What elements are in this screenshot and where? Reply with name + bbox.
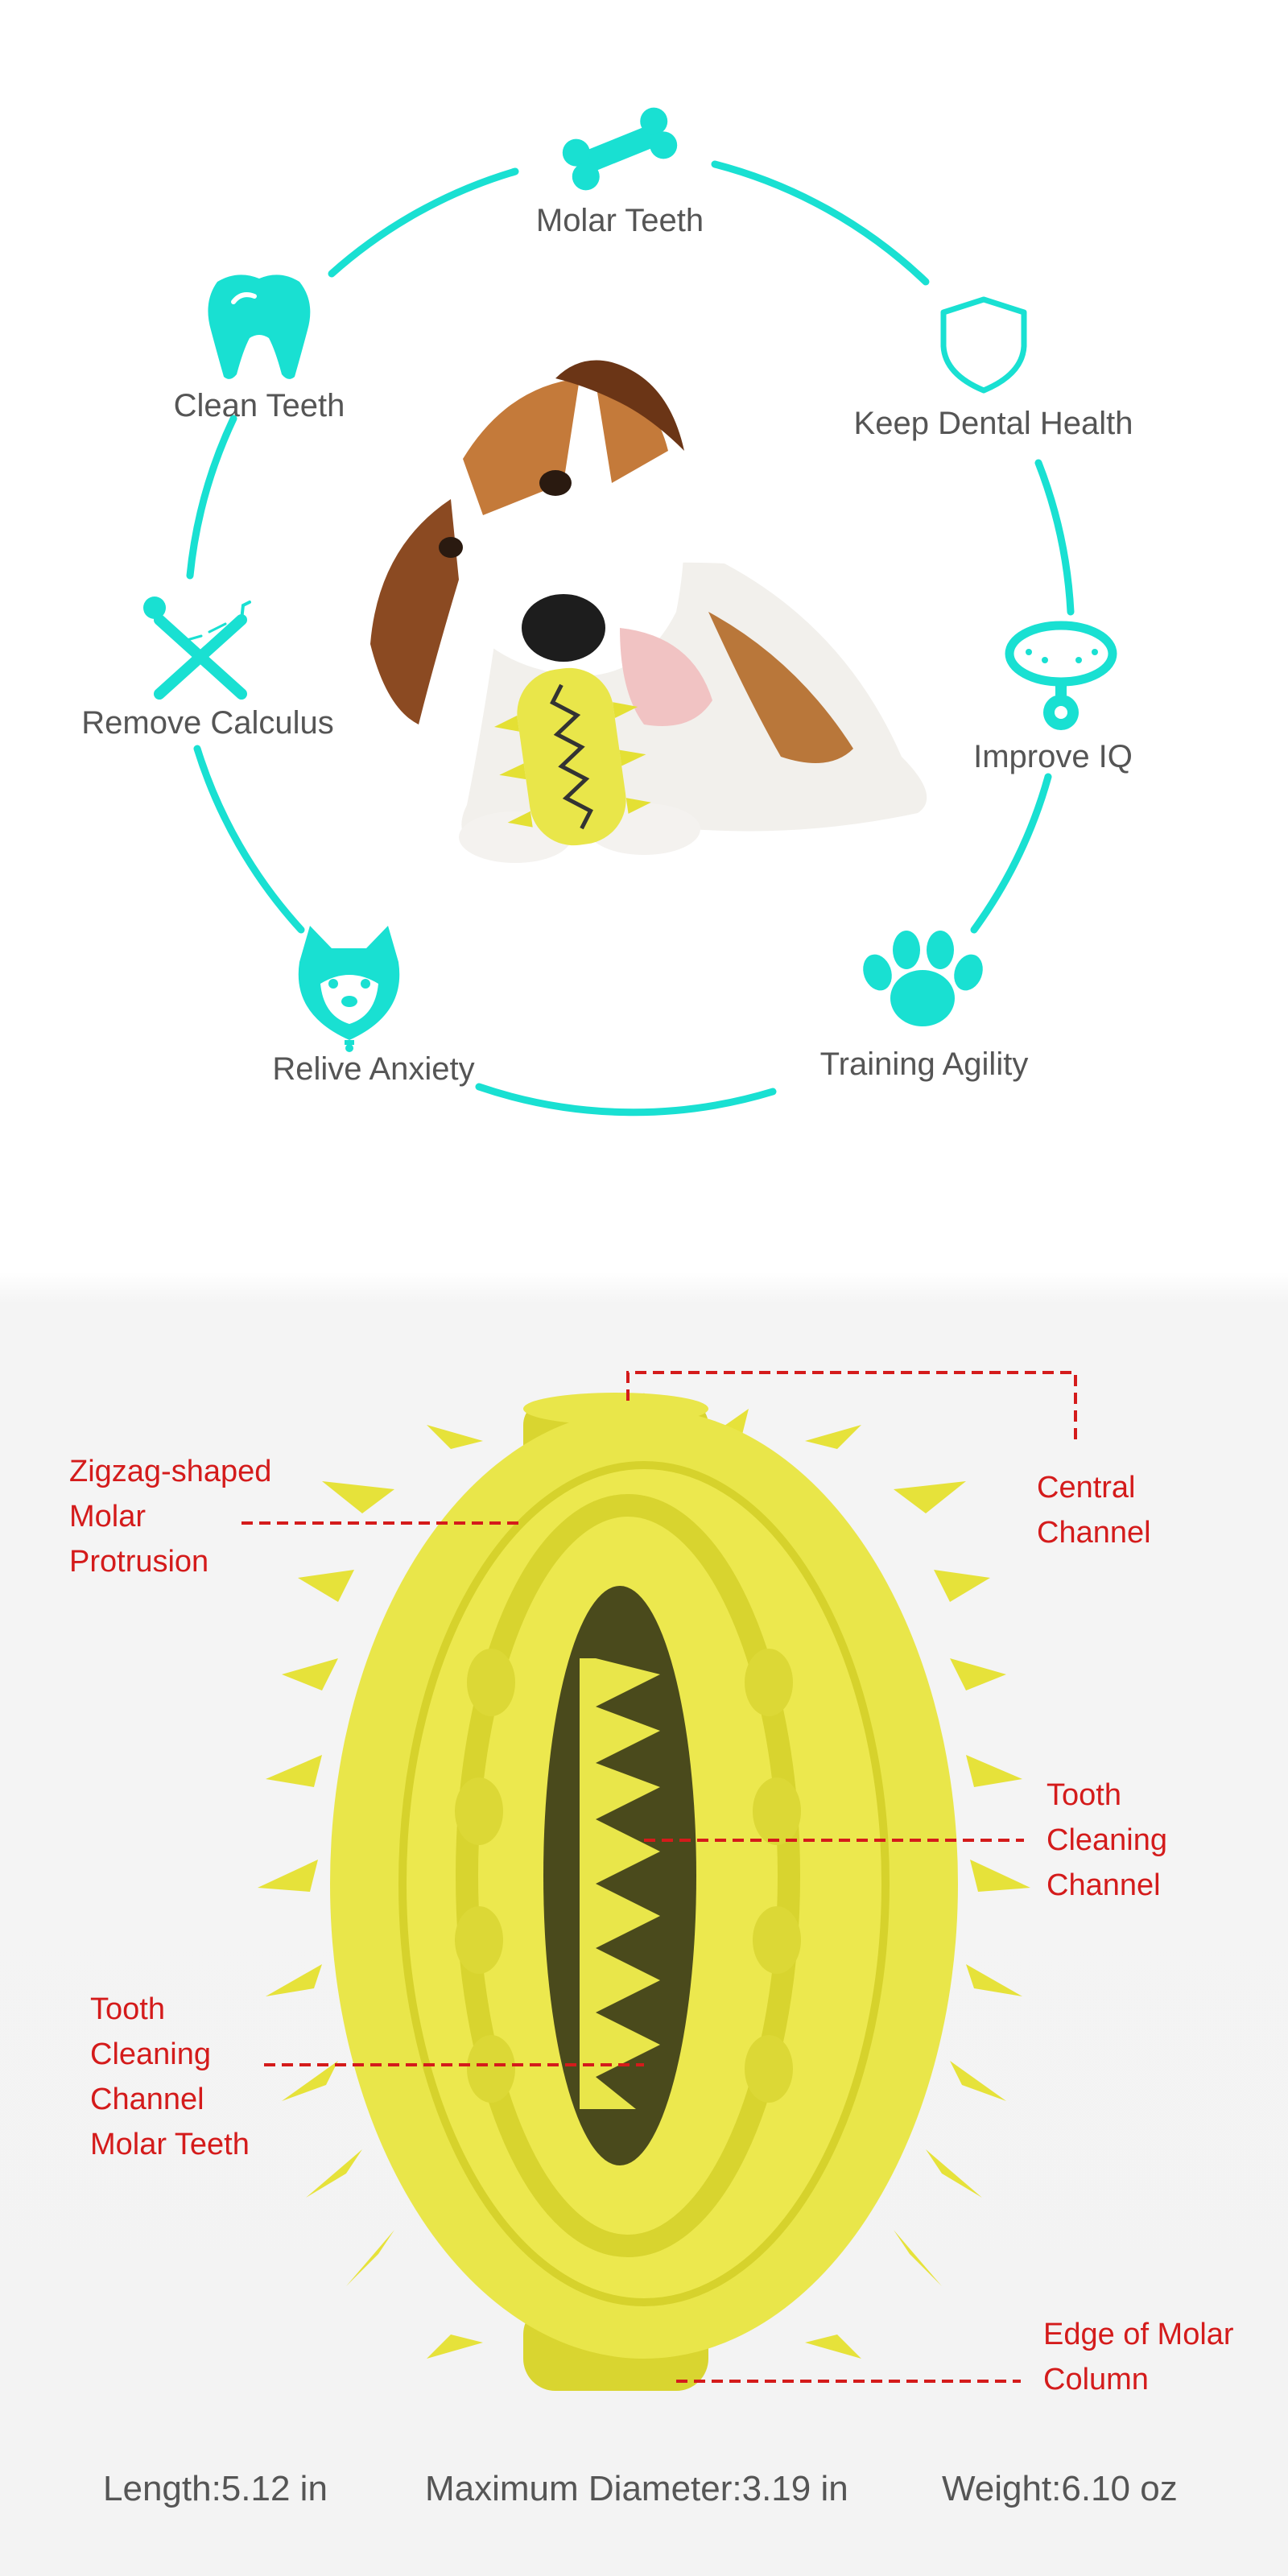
dog-face-icon (298, 926, 400, 1052)
shield-icon (940, 296, 1027, 394)
benefit-label-relive-anxiety: Relive Anxiety (272, 1051, 475, 1087)
benefit-label-improve-iq: Improve IQ (973, 739, 1133, 774)
benefit-label-clean-teeth: Clean Teeth (173, 388, 345, 423)
bone-icon (562, 107, 678, 191)
benefit-label-keep-dental-health: Keep Dental Health (853, 406, 1133, 441)
dental-tools-icon (143, 597, 251, 700)
collar-icon (1005, 621, 1117, 730)
specs-row: Length:5.12 in Maximum Diameter:3.19 in … (0, 2465, 1288, 2513)
benefits-ring (143, 107, 1117, 1117)
benefit-label-training-agility: Training Agility (819, 1046, 1029, 1082)
tooth-icon (208, 275, 311, 379)
dog-with-toy-image (370, 360, 927, 863)
spec-length: Length:5.12 in (103, 2469, 328, 2508)
spec-max-diameter: Maximum Diameter:3.19 in (425, 2469, 848, 2508)
benefits-section: Molar Teeth Keep Dental Health Improve I… (0, 0, 1288, 1272)
chew-toy-image (258, 1393, 1030, 2391)
toy-diagram (242, 1371, 1077, 2391)
benefit-label-molar-teeth: Molar Teeth (535, 203, 704, 238)
paw-icon (863, 931, 983, 1026)
benefit-label-remove-calculus: Remove Calculus (81, 705, 334, 741)
spec-weight: Weight:6.10 oz (942, 2469, 1178, 2508)
